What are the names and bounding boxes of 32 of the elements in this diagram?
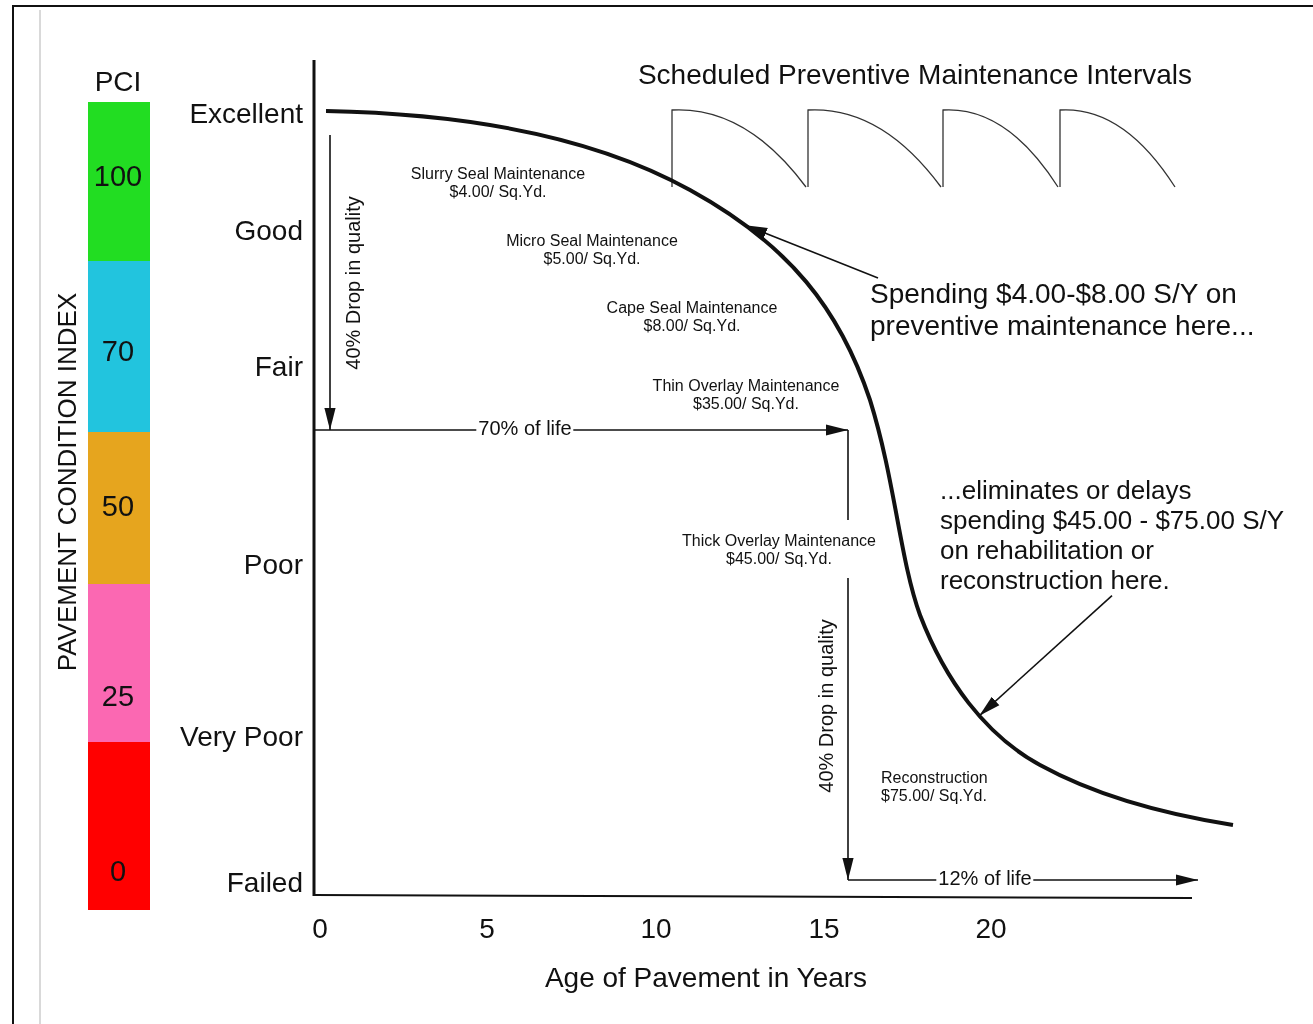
tick-label: 5 bbox=[479, 912, 495, 946]
condition-label: Very Poor bbox=[180, 720, 303, 754]
treatment-label: Micro Seal Maintenance $5.00/ Sq.Yd. bbox=[505, 231, 679, 269]
treatment-label: Thick Overlay Maintenance $45.00/ Sq.Yd. bbox=[681, 531, 877, 569]
callout-text: ...eliminates or delays spending $45.00 - $75.00 S/Y on rehabilitation or reconstruction here. bbox=[940, 476, 1302, 596]
condition-label: Good bbox=[234, 214, 303, 248]
condition-label: Excellent bbox=[189, 97, 303, 131]
scale-value: 100 bbox=[93, 160, 143, 194]
treatment-label: Cape Seal Maintenance $8.00/ Sq.Yd. bbox=[605, 298, 779, 336]
leader-arrow bbox=[744, 224, 879, 279]
scale-value: 0 bbox=[109, 855, 127, 889]
condition-label: Fair bbox=[254, 350, 303, 384]
dimension-label: 40% Drop in quality bbox=[814, 619, 838, 793]
condition-label: Poor bbox=[243, 548, 303, 582]
scale-value: 25 bbox=[101, 680, 135, 714]
scale-value: 50 bbox=[101, 490, 135, 524]
treatment-label: Reconstruction $75.00/ Sq.Yd. bbox=[881, 768, 989, 806]
callout-text: Spending $4.00-$8.00 S/Y on preventive maintenance here... bbox=[870, 278, 1290, 343]
chart-heading: Scheduled Preventive Maintenance Intervals bbox=[637, 58, 1193, 92]
treatment-label: Thin Overlay Maintenance $35.00/ Sq.Yd. bbox=[651, 376, 841, 414]
tick-label: 0 bbox=[312, 912, 328, 946]
axis-title: Age of Pavement in Years bbox=[544, 961, 868, 995]
treatment-label: Slurry Seal Maintenance $4.00/ Sq.Yd. bbox=[409, 164, 587, 202]
dimension-label: 40% Drop in quality bbox=[341, 196, 365, 370]
tick-label: 15 bbox=[808, 912, 840, 946]
scale-value: 70 bbox=[101, 335, 135, 369]
tick-label: 10 bbox=[640, 912, 672, 946]
axis-title: PAVEMENT CONDITION INDEX bbox=[53, 292, 83, 672]
tick-label: 20 bbox=[975, 912, 1007, 946]
leader-arrow bbox=[978, 594, 1113, 717]
scale-title: PCI bbox=[94, 65, 142, 99]
condition-label: Failed bbox=[226, 866, 303, 900]
